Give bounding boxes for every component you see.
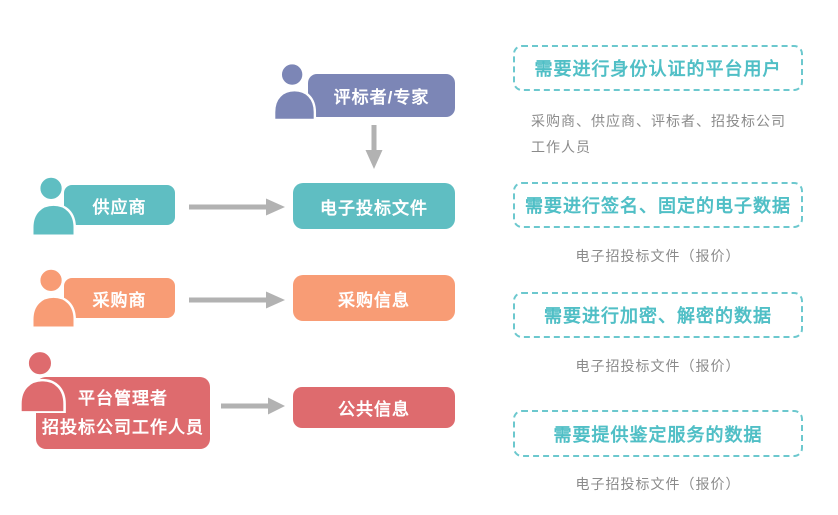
note-signature-fixation-desc: 电子招投标文件（报价） [575,248,741,264]
note-desc-line: 采购商、供应商、评标者、招投标公司 [531,113,786,129]
arrow-right-icon [221,397,285,415]
procurement-info-label: 采购信息 [338,290,410,310]
bid-document-label: 电子投标文件 [320,198,428,218]
admin-person-icon [19,349,66,413]
note-appraisal-service-desc: 电子招投标文件（报价） [575,476,741,492]
note-title: 需要进行加密、解密的数据 [544,306,772,326]
admin-label-pill: 平台管理者 招投标公司工作人员 [36,377,210,449]
purchaser-label-pill: 采购商 [64,278,175,318]
arrow-down-icon [365,125,383,169]
purchaser-label: 采购商 [92,290,147,310]
arrow-right-icon [189,198,285,216]
note-signature-fixation: 需要进行签名、固定的电子数据 [513,182,803,228]
bid-document-box: 电子投标文件 [293,183,455,229]
note-identity-auth: 需要进行身份认证的平台用户 [513,45,803,91]
arrow-right-icon [189,291,285,309]
supplier-label-pill: 供应商 [64,185,175,225]
note-appraisal-service: 需要提供鉴定服务的数据 [513,410,803,457]
note-title: 需要进行身份认证的平台用户 [534,59,782,79]
note-desc-line: 工作人员 [531,139,591,155]
note-encryption-decryption-desc: 电子招投标文件（报价） [575,358,741,374]
public-info-box: 公共信息 [293,387,455,428]
supplier-person-icon [31,175,76,236]
supplier-label: 供应商 [92,197,147,217]
note-identity-auth-desc: 采购商、供应商、评标者、招投标公司 工作人员 [531,108,811,160]
evaluator-person-icon [272,62,317,120]
note-encryption-decryption: 需要进行加密、解密的数据 [513,292,803,338]
admin-label-line1: 平台管理者 [78,389,168,408]
note-title: 需要进行签名、固定的电子数据 [525,196,791,216]
procurement-info-box: 采购信息 [293,275,455,321]
admin-label-line2: 招投标公司工作人员 [42,418,204,437]
public-info-label: 公共信息 [338,400,410,419]
purchaser-person-icon [31,267,76,328]
note-title: 需要提供鉴定服务的数据 [553,424,763,445]
evaluator-label-pill: 评标者/专家 [308,74,455,117]
evaluator-label: 评标者/专家 [333,88,430,107]
